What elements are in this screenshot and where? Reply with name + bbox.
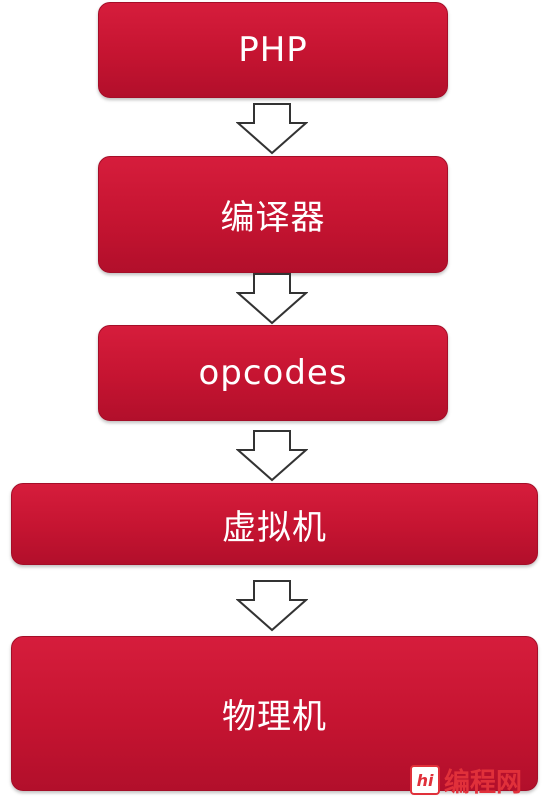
node-opcodes-label: opcodes [198,353,348,393]
down-arrow-icon [236,580,308,632]
node-physical-machine-label: 物理机 [222,697,327,737]
node-virtual-machine-label: 虚拟机 [222,507,327,548]
down-arrow-icon [236,430,308,482]
node-php-label: PHP [238,30,308,70]
node-php: PHP [98,2,448,98]
down-arrow-icon [236,103,308,155]
node-compiler-label: 编译器 [220,198,326,238]
down-arrow-icon [236,273,308,325]
watermark-text: 编程网 [444,767,523,798]
node-compiler: 编译器 [98,156,448,273]
node-virtual-machine: 虚拟机 [11,483,538,565]
node-physical-machine: 物理机 [11,636,538,791]
watermark: hi 编程网 [410,760,522,800]
watermark-logo-icon: hi [410,765,440,795]
node-opcodes: opcodes [98,325,448,421]
